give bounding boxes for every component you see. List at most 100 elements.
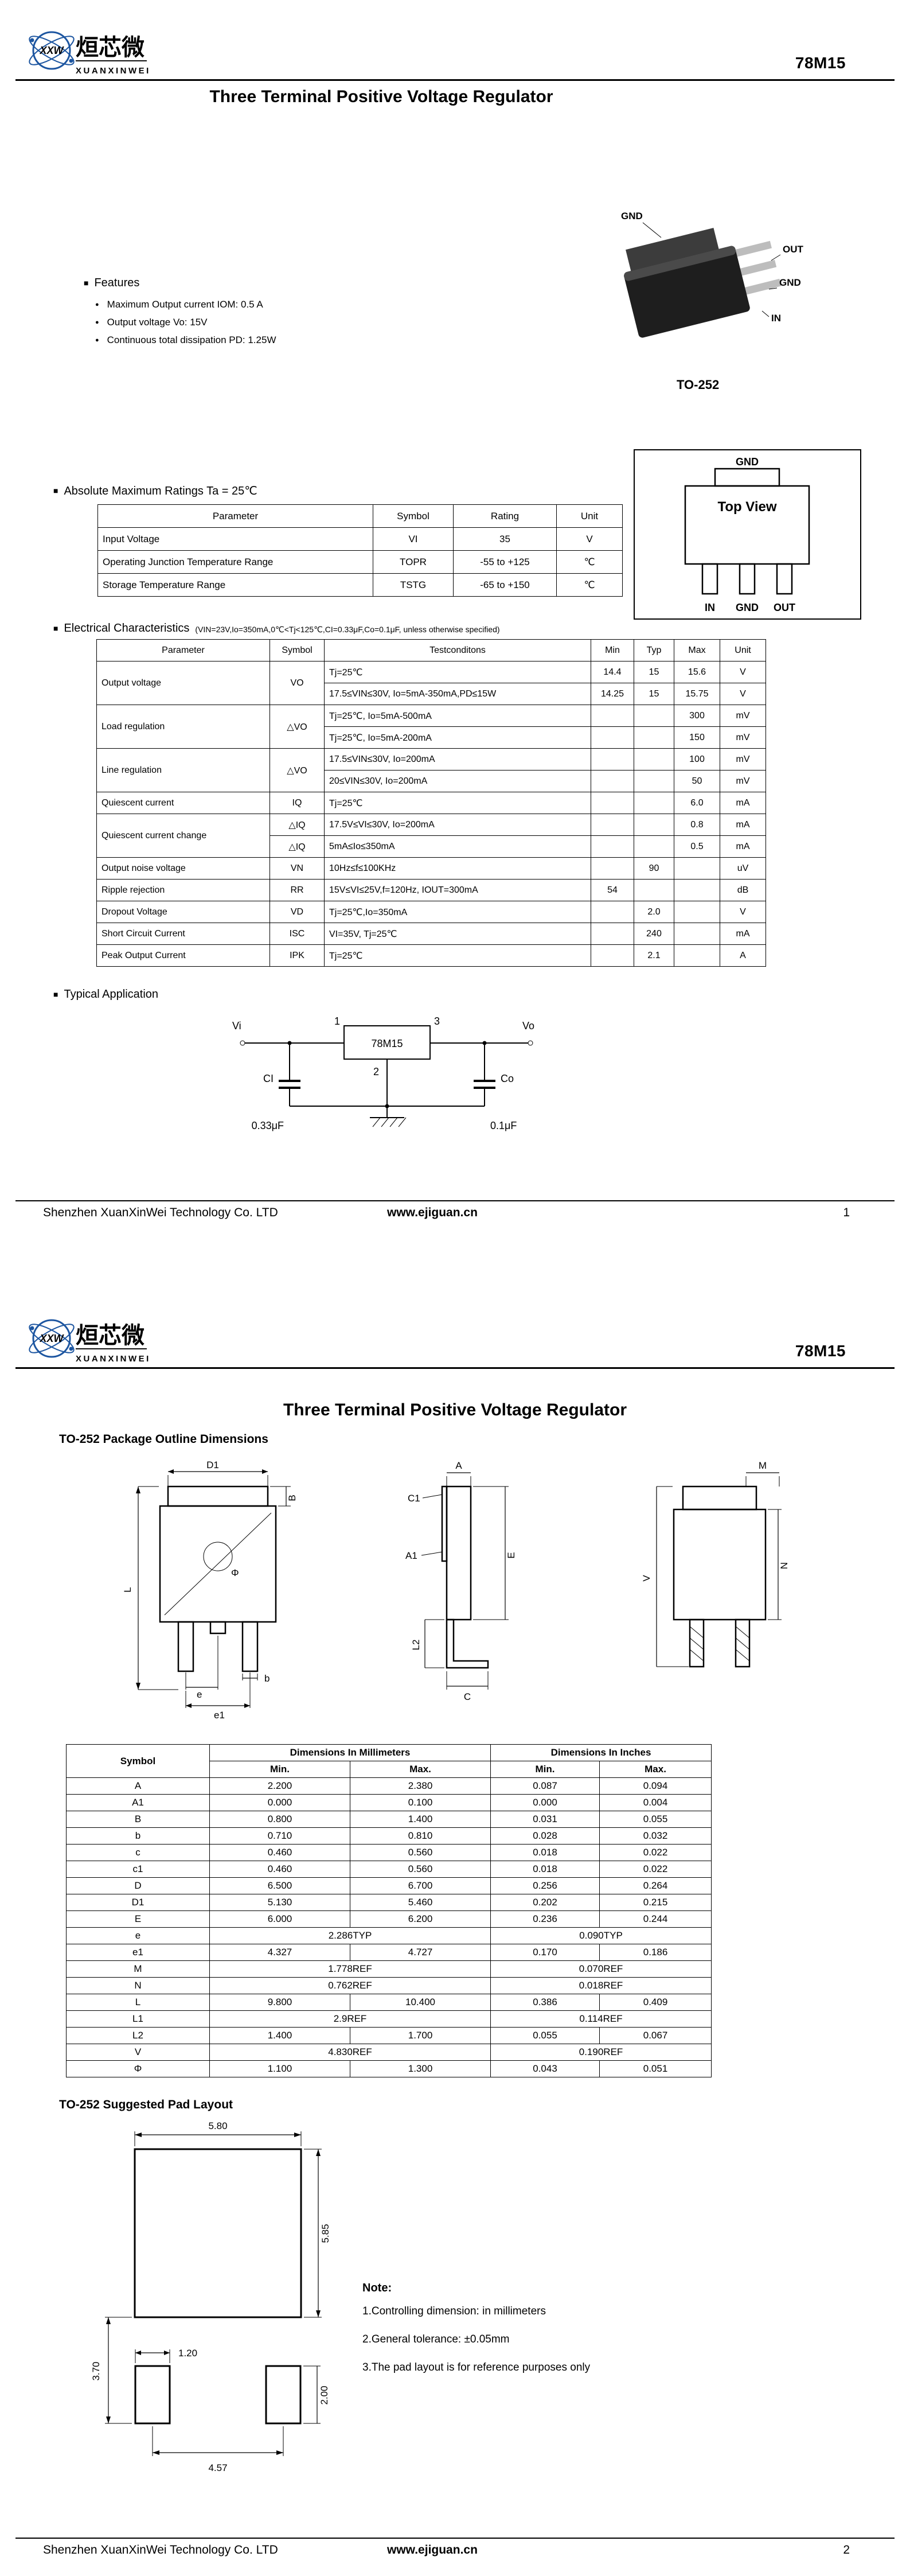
table-cell: 0.028 <box>490 1827 600 1845</box>
table-cell <box>634 879 674 901</box>
table-cell: V <box>720 683 766 705</box>
table-header-cell: Symbol <box>270 639 325 661</box>
table-cell: 10Hz≤f≤100KHz <box>324 857 591 880</box>
table-cell <box>591 726 634 749</box>
table-cell: mA <box>720 835 766 858</box>
table-header-cell: Dimensions In Millimeters <box>209 1744 491 1761</box>
footer-website[interactable]: www.ejiguan.cn <box>387 2543 478 2556</box>
table-cell: VI=35V, Tj=25℃ <box>324 923 591 945</box>
table-cell: D <box>66 1877 210 1894</box>
table-cell: 15.75 <box>674 683 720 705</box>
dot-bullet: ● <box>95 336 99 344</box>
table-header-cell: Rating <box>453 504 557 528</box>
outline-side-view: A C1 A1 E L2 C <box>405 1460 517 1702</box>
package-lead <box>732 240 772 258</box>
table-cell: 0.067 <box>599 2027 712 2044</box>
table-cell: c1 <box>66 1861 210 1878</box>
table-cell: 2.0 <box>634 901 674 923</box>
table-cell: 0.8 <box>674 814 720 836</box>
table-header-cell: Dimensions In Inches <box>490 1744 712 1761</box>
square-bullet: ■ <box>84 278 89 287</box>
table-cell: N <box>66 1977 210 1994</box>
feature-text: Continuous total dissipation PD: 1.25W <box>107 334 276 345</box>
table-cell <box>591 748 634 771</box>
circuit-cin-value: 0.33μF <box>252 1120 284 1131</box>
table-cell: Tj=25℃, Io=5mA-500mA <box>324 705 591 727</box>
table-cell: 35 <box>453 527 557 551</box>
table-cell: 0.170 <box>490 1944 600 1961</box>
table-cell: 9.800 <box>209 1994 350 2011</box>
table-header-cell: Parameter <box>96 639 270 661</box>
table-cell: 0.5 <box>674 835 720 858</box>
logo-english-text: XUANXINWEI <box>76 66 151 76</box>
table-cell: 0.087 <box>490 1777 600 1795</box>
dim-label-v: V <box>641 1575 652 1582</box>
features-section: ■ Features ● Maximum Output current IOM:… <box>84 277 276 349</box>
table-header-cell: Min <box>591 639 634 661</box>
page-1: XXW 烜芯微 XUANXINWEI 78M15 Three Terminal … <box>15 31 895 1219</box>
table-cell: Tj=25℃ <box>324 944 591 967</box>
table-cell: Φ <box>66 2060 210 2077</box>
feature-text: Maximum Output current IOM: 0.5 A <box>107 298 263 310</box>
pad-dim-pad-height: 2.00 <box>319 2386 330 2404</box>
table-cell: 0.710 <box>209 1827 350 1845</box>
pkg-out-label: OUT <box>783 244 804 255</box>
lead-pad <box>265 2365 302 2425</box>
company-logo: XXW 烜芯微 XUANXINWEI <box>29 1319 151 1364</box>
table-cell: V <box>66 2044 210 2061</box>
table-cell <box>591 770 634 792</box>
table-cell: TSTG <box>373 573 454 597</box>
table-cell: △IQ <box>270 814 325 836</box>
table-cell: A1 <box>66 1794 210 1811</box>
table-cell: 0.031 <box>490 1811 600 1828</box>
table-cell: E <box>66 1910 210 1928</box>
circuit-chip-label: 78M15 <box>371 1038 403 1049</box>
pkg-in-label: IN <box>771 313 781 324</box>
table-cell: 1.400 <box>349 1811 491 1828</box>
table-row: Min.Max.Min.Max. <box>67 1761 712 1778</box>
table-cell: 0.114REF <box>490 2010 712 2028</box>
logo-xxw-text: XXW <box>39 1333 64 1344</box>
top-view-drawing: GND Top View IN GND OUT <box>684 456 810 613</box>
table-cell: Quiescent current <box>96 792 270 814</box>
square-bullet: ■ <box>53 485 58 495</box>
feature-item: ● Continuous total dissipation PD: 1.25W <box>95 331 276 349</box>
table-cell: 0.560 <box>349 1844 491 1861</box>
pad-dim-offset: 3.70 <box>91 2361 101 2380</box>
table-cell: Dropout Voltage <box>96 901 270 923</box>
footer-website[interactable]: www.ejiguan.cn <box>387 1206 478 1219</box>
feature-item: ● Output voltage Vo: 15V <box>95 313 276 331</box>
table-cell <box>591 923 634 945</box>
table-cell: V <box>556 527 623 551</box>
table-cell: 50 <box>674 770 720 792</box>
page-title: Three Terminal Positive Voltage Regulato… <box>283 1400 627 1419</box>
table-cell: 0.409 <box>599 1994 712 2011</box>
table-cell: 0.100 <box>349 1794 491 1811</box>
table-cell: 0.215 <box>599 1894 712 1911</box>
table-cell: VI <box>373 527 454 551</box>
feature-text: Output voltage Vo: 15V <box>107 316 208 328</box>
table-cell: 0.264 <box>599 1877 712 1894</box>
table-cell: Ripple rejection <box>96 879 270 901</box>
table-cell: -65 to +150 <box>453 573 557 597</box>
table-cell: 15 <box>634 661 674 683</box>
logo-english-text: XUANXINWEI <box>76 1354 151 1364</box>
table-cell: 15 <box>634 683 674 705</box>
